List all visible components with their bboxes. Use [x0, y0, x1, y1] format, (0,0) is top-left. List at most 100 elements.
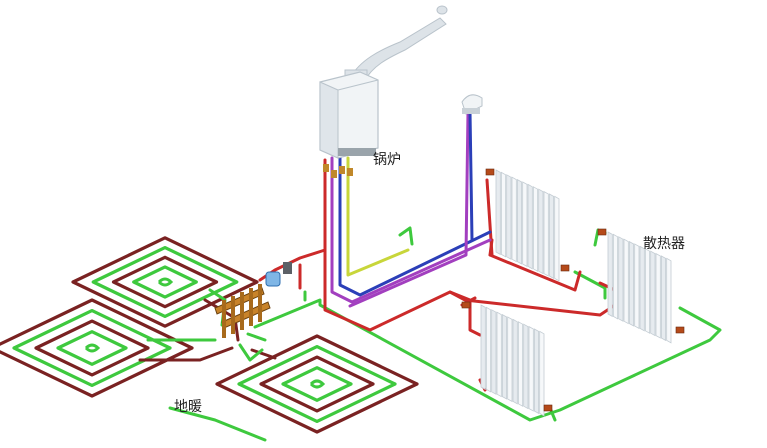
manifold-icon — [214, 284, 271, 338]
boiler-valve-icon — [339, 166, 345, 174]
flue-cap — [436, 5, 448, 15]
floor-loop-ring — [34, 319, 150, 377]
radiator-fin — [523, 323, 529, 410]
radiator-icon — [607, 231, 672, 344]
manifold-stub — [258, 284, 262, 322]
valve-icon — [485, 168, 495, 176]
return-pipe — [238, 343, 264, 362]
manifold-stub — [222, 300, 226, 338]
boiler-side — [319, 81, 339, 159]
radiator-fin — [543, 190, 549, 277]
radiator-fin — [607, 231, 613, 318]
thermostat-icon — [283, 262, 292, 274]
radiator-fin — [517, 321, 524, 407]
radiator-fin — [495, 169, 501, 256]
radiator-fin — [644, 248, 651, 334]
radiator-fin — [628, 240, 635, 327]
floor-loop-ring — [0, 298, 194, 398]
floor-feed — [138, 346, 234, 362]
floor-loop-center — [84, 343, 101, 353]
radiator-fin — [511, 176, 517, 263]
valve-icon — [560, 264, 570, 272]
radiator-fin — [527, 183, 533, 270]
radiator-fin — [501, 313, 508, 400]
radiator-label: 散热器 — [643, 236, 685, 252]
floor-loop-ring — [71, 236, 259, 328]
return-pipe — [168, 406, 267, 442]
radiator-fin — [532, 186, 539, 272]
gas-pipe — [468, 110, 474, 242]
boiler-edge — [337, 79, 379, 91]
floor-loop-center — [157, 277, 174, 287]
valve-icon — [543, 404, 553, 412]
radiator-fin — [500, 171, 507, 258]
radiator-icon — [495, 169, 560, 282]
supply-pipe — [485, 178, 494, 257]
radiator-fin — [507, 316, 513, 403]
boiler-base — [338, 148, 376, 156]
floor-loop-center — [309, 379, 326, 389]
boiler-valve-icon — [323, 164, 329, 172]
floor-loop-left — [0, 298, 194, 398]
radiator-fin — [554, 195, 560, 282]
radiator-fin — [528, 325, 534, 412]
radiator-fin — [650, 250, 656, 337]
radiator-fin — [491, 309, 497, 395]
radiator-fin — [538, 188, 544, 275]
hot-water-pipe — [346, 156, 410, 277]
floor-loop-back — [71, 236, 259, 328]
floor-loop-ring — [215, 334, 419, 434]
radiator-fin — [612, 233, 619, 320]
tap-base — [462, 108, 480, 114]
floor-loop-ring — [12, 308, 172, 388]
pump-icon — [265, 271, 281, 287]
radiator-fin — [480, 304, 486, 391]
cold-water-pipe — [348, 110, 470, 308]
boiler-label: 锅炉 — [373, 152, 401, 168]
floor-return-feed — [246, 332, 267, 342]
return-pipe — [573, 270, 607, 300]
radiator-fin — [666, 257, 672, 344]
floor-loop-ring — [111, 255, 219, 309]
floor-loop-ring — [281, 366, 353, 402]
radiator-icon — [480, 304, 545, 417]
manifold-stub — [249, 288, 253, 326]
valve-icon — [461, 301, 471, 309]
floor-loop-front — [215, 334, 419, 434]
supply-pipe — [488, 253, 582, 292]
boiler-valve-icon — [331, 170, 337, 178]
gas-pipe — [338, 156, 492, 297]
manifold-stub — [240, 292, 244, 330]
boiler-icon — [319, 5, 448, 159]
radiator-fin — [516, 178, 523, 265]
radiator-fin — [639, 245, 645, 332]
floor-loop-ring — [56, 330, 128, 366]
radiator-fin — [655, 252, 661, 339]
radiator-fin — [512, 318, 518, 405]
radiator-fin — [548, 193, 555, 280]
water-tap-icon — [461, 94, 483, 115]
cold-water-pipe — [330, 156, 492, 304]
radiator-fin — [660, 255, 667, 342]
radiator-fin — [539, 330, 545, 417]
manifold-stub — [231, 296, 235, 334]
return-pipe — [398, 226, 414, 246]
floor-feed — [250, 348, 277, 360]
supply-pipe — [448, 290, 482, 337]
return-main-pipe — [253, 298, 722, 422]
radiator-fin — [485, 306, 492, 393]
radiator-fin — [533, 328, 540, 415]
radiator-fin — [623, 238, 629, 325]
floor-loop-ring — [91, 245, 239, 319]
radiator-fin — [506, 174, 512, 260]
radiator-fin — [634, 243, 640, 330]
radiator-fin — [618, 236, 624, 322]
flue-pipe — [349, 17, 447, 83]
radiator-fin — [496, 311, 502, 398]
floor-loop-ring — [259, 355, 375, 413]
floor-loop-ring — [237, 344, 397, 424]
valve-icon — [597, 228, 607, 236]
valve-icon — [675, 326, 685, 334]
